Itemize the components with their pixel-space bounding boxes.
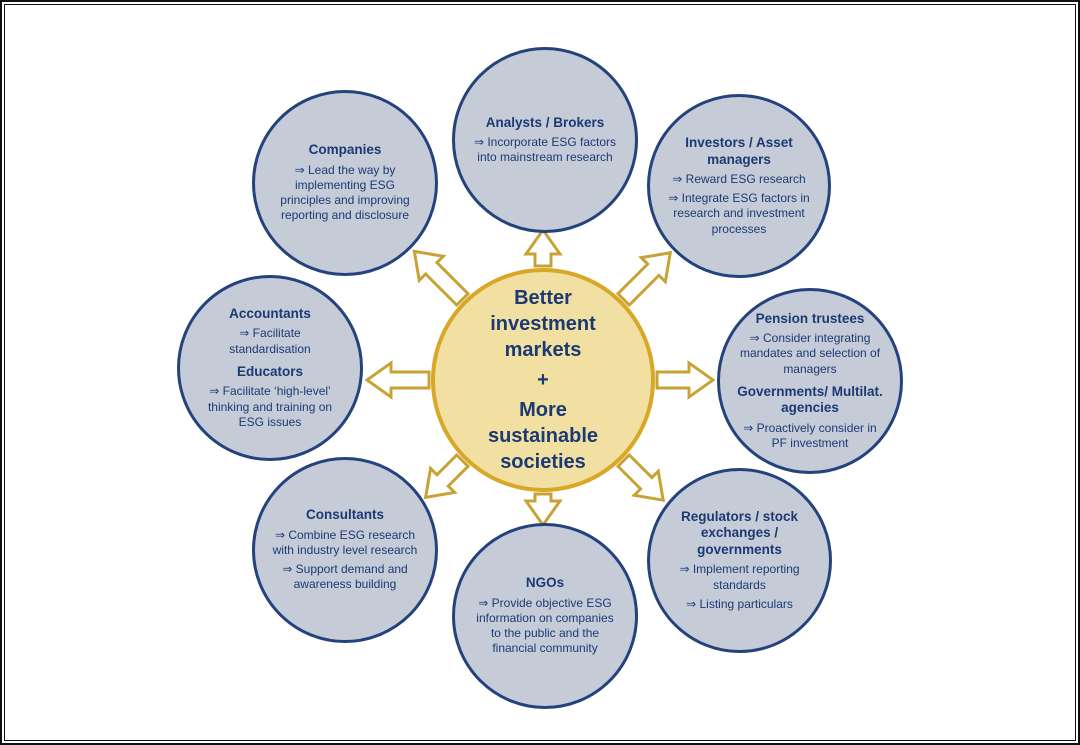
node-section: Accountants ⇒ Facilitate standardisation: [197, 306, 343, 357]
node-section: Educators ⇒ Facilitate ‘high-level’ thin…: [197, 364, 343, 430]
node-section: Investors / Asset managers ⇒ Reward ESG …: [667, 135, 811, 237]
node-title: NGOs: [525, 575, 565, 591]
node-title: Educators: [236, 363, 304, 379]
center-goal-line2: More sustainable societies: [487, 399, 599, 473]
node-title: Consultants: [305, 507, 384, 523]
node-companies: Companies ⇒ Lead the way by implementing…: [252, 90, 438, 276]
node-item: ⇒ Consider integrating mandates and sele…: [739, 331, 881, 376]
node-section: Consultants ⇒ Combine ESG research with …: [272, 507, 418, 592]
node-title: Companies: [308, 142, 382, 158]
node-title: Pension trustees: [755, 310, 865, 326]
arrow-up-icon: [523, 227, 563, 268]
node-section: Regulators / stock exchanges / governmen…: [667, 509, 812, 612]
arrow-down-icon: [523, 492, 563, 528]
node-title: Accountants: [229, 305, 311, 321]
arrow-left-icon: [364, 360, 431, 400]
node-item: ⇒ Facilitate standardisation: [229, 326, 311, 356]
node-item: ⇒ Provide objective ESG information on c…: [476, 595, 614, 656]
node-item: ⇒ Support demand and awareness building: [282, 562, 408, 592]
node-title: Regulators / stock exchanges / governmen…: [680, 508, 799, 557]
node-section: NGOs ⇒ Provide objective ESG information…: [472, 575, 618, 656]
node-section: Analysts / Brokers ⇒ Incorporate ESG fac…: [472, 115, 618, 166]
node-section: Pension trustees ⇒ Consider integrating …: [737, 311, 883, 377]
center-goal-line1: Better investment markets: [490, 287, 596, 361]
node-item: ⇒ Facilitate ‘high-level’ thinking and t…: [207, 384, 333, 429]
node-regulators-stock-exchanges: Regulators / stock exchanges / governmen…: [647, 468, 832, 653]
node-consultants: Consultants ⇒ Combine ESG research with …: [252, 457, 438, 643]
node-title: Analysts / Brokers: [485, 114, 605, 130]
arrow-right-icon: [655, 360, 716, 400]
node-item: ⇒ Combine ESG research with industry lev…: [272, 527, 418, 557]
node-item: ⇒ Listing particulars: [686, 596, 793, 611]
center-plus-sign: +: [537, 369, 549, 391]
node-accountants-educators: Accountants ⇒ Facilitate standardisation…: [177, 275, 363, 461]
node-item: ⇒ Implement reporting standards: [679, 562, 800, 592]
node-item: ⇒ Proactively consider in PF investment: [743, 420, 877, 451]
node-ngos: NGOs ⇒ Provide objective ESG information…: [452, 523, 638, 709]
node-item: ⇒ Incorporate ESG factors into mainstrea…: [473, 135, 617, 165]
node-pension-trustees-governments: Pension trustees ⇒ Consider integrating …: [717, 288, 903, 474]
node-section: Governments/ Multilat. agencies ⇒ Proact…: [737, 384, 883, 451]
node-item: ⇒ Reward ESG research: [672, 172, 806, 186]
node-investors-asset-managers: Investors / Asset managers ⇒ Reward ESG …: [647, 94, 831, 278]
node-item: ⇒ Integrate ESG factors in research and …: [668, 191, 810, 236]
node-section: Companies ⇒ Lead the way by implementing…: [272, 142, 418, 223]
node-item: ⇒ Lead the way by implementing ESG princ…: [280, 162, 410, 223]
node-title: Governments/ Multilat. agencies: [737, 383, 883, 416]
node-analysts-brokers: Analysts / Brokers ⇒ Incorporate ESG fac…: [452, 47, 638, 233]
node-title: Investors / Asset managers: [685, 135, 793, 167]
center-goal-circle: Better investment markets + More sustain…: [431, 268, 655, 492]
